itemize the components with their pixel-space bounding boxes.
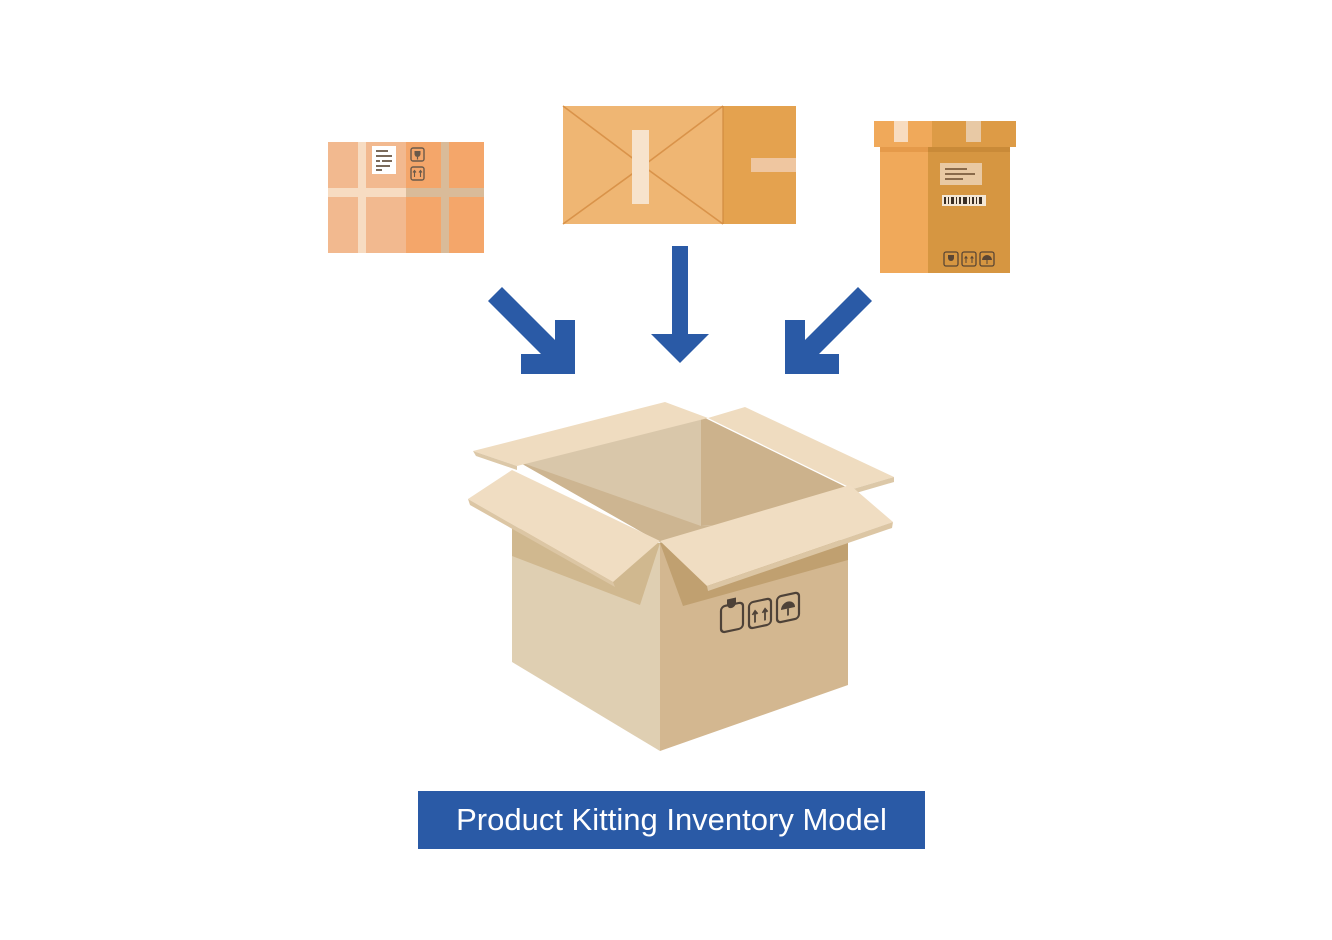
flat-package-icon bbox=[328, 142, 484, 253]
fragile-glass-icon bbox=[719, 597, 745, 634]
caption-background bbox=[418, 791, 925, 849]
arrow-down-icon bbox=[651, 246, 709, 363]
barcode-icon bbox=[942, 195, 986, 206]
this-side-up-icon bbox=[747, 597, 773, 630]
open-box-icon bbox=[468, 402, 894, 751]
fragile-glass-icon bbox=[410, 147, 425, 162]
carton-box-icon bbox=[874, 121, 1016, 273]
diagram-caption: Product Kitting Inventory Model bbox=[456, 802, 887, 837]
this-side-up-icon bbox=[410, 166, 425, 181]
arrow-down-left-icon bbox=[785, 287, 872, 374]
keep-dry-umbrella-icon bbox=[775, 591, 801, 624]
envelope-package-icon bbox=[562, 105, 796, 225]
arrow-down-right-icon bbox=[488, 287, 575, 374]
